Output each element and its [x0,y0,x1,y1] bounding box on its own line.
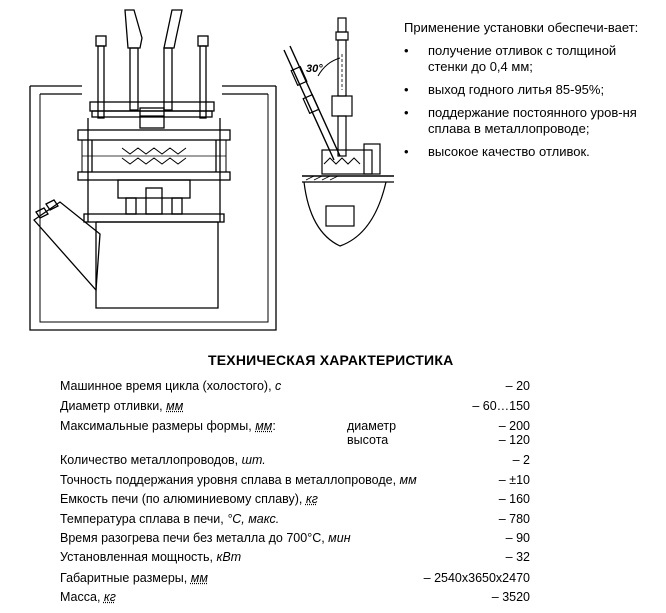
spec-label: Максимальные размеры формы, мм: [60,419,276,433]
machine-side-view-drawing: 30° [283,17,394,247]
spec-value: – ±10 [498,473,530,487]
spec-unit: кг [103,590,116,604]
benefit-text: высокое качество отливок. [428,144,590,159]
spec-value: – 780 [498,512,530,526]
spec-title: ТЕХНИЧЕСКАЯ ХАРАКТЕРИСТИКА [208,352,454,368]
bullet-marker: • [404,43,409,58]
spec-unit: с [275,379,282,393]
bullet-marker: • [404,144,409,159]
spec-value: – 2 [512,453,530,467]
benefit-item: • высокое качество отливок. [404,144,656,160]
spec-value: – 32 [505,550,530,564]
spec-row: Габаритные размеры, мм – 2540х3650х2470 [60,570,530,587]
spec-unit: мм [399,473,417,487]
spec-value: – 160 [498,492,530,506]
bullet-marker: • [404,105,409,120]
spec-row: Диаметр отливки, мм – 60…150 [60,398,530,415]
spec-row: Емкость печи (по алюминиевому сплаву), к… [60,491,530,508]
benefit-text: получение отливок с толщиной стенки до 0… [428,43,617,74]
spec-value: – 200 [498,419,530,433]
spec-label: Точность поддержания уровня сплава в мет… [60,473,417,487]
top-plate [89,101,215,112]
benefit-item: • получение отливок с толщиной стенки до… [404,43,656,75]
left-funnel [124,9,143,49]
machine-front-view-drawing [29,9,277,331]
spec-row: Установленная мощность, кВт – 32 [60,549,530,566]
spec-value: – 3520 [491,590,530,604]
benefit-item: • выход годного литья 85-95%; [404,82,656,98]
spec-row: Количество металлопроводов, шт. – 2 [60,452,530,469]
application-description: Применение установки обеспечи-вает: • по… [404,20,656,167]
spec-value: – 120 [498,433,530,447]
spec-value: – 60…150 [472,399,530,413]
benefit-text: выход годного литья 85-95%; [428,82,605,97]
benefit-item: • поддержание постоянного уров-ня сплава… [404,105,656,137]
bullet-marker: • [404,82,409,97]
spec-unit: мм [255,419,273,433]
inclined-feeder [33,201,101,292]
spec-label: Машинное время цикла (холостого), с [60,379,282,393]
outer-frame [29,86,277,331]
spec-unit: мм [166,399,184,413]
spec-value: – 90 [505,531,530,545]
intro-lead: Применение установки обеспечи-вает: [404,20,639,35]
spec-label: Масса, кг [60,590,116,604]
spec-row: высота – 120 [60,432,530,449]
spec-value: – 2540х3650х2470 [423,571,530,585]
spec-label: Количество металлопроводов, шт. [60,453,266,467]
middle-plate [77,129,231,141]
spec-unit: кг [305,492,318,506]
spec-unit: мин [328,531,351,545]
benefit-text: поддержание постоянного уров-ня сплава в… [428,105,637,136]
spec-label: Установленная мощность, кВт [60,550,242,564]
spec-label: Время разогрева печи без металла до 700°… [60,531,351,545]
spec-unit: °С, макс. [227,512,280,526]
angle-label: 30° [306,63,323,75]
spec-label: Габаритные размеры, мм [60,571,208,585]
spec-unit: мм [190,571,208,585]
spec-unit: шт. [241,453,266,467]
base-plate [83,213,225,223]
spec-row: Точность поддержания уровня сплава в мет… [60,472,530,489]
spec-label: Диаметр отливки, мм [60,399,184,413]
spec-sub-label: высота [347,433,389,447]
spec-row: Время разогрева печи без металла до 700°… [60,530,530,547]
spec-label: Температура сплава в печи, °С, макс. [60,512,280,526]
spec-row: Максимальные размеры формы, мм: диаметр … [60,418,530,435]
furnace-bowl [303,181,387,247]
spec-unit: кВт [216,550,242,564]
right-funnel [163,9,183,49]
spec-row: Температура сплава в печи, °С, макс. – 7… [60,511,530,528]
spec-label: Емкость печи (по алюминиевому сплаву), к… [60,492,318,506]
spec-sub-label: диаметр [347,419,397,433]
benefits-list: • получение отливок с толщиной стенки до… [404,43,656,160]
spec-value: – 20 [505,379,530,393]
spec-row: Машинное время цикла (холостого), с – 20 [60,378,530,395]
spec-row: Масса, кг – 3520 [60,589,530,606]
